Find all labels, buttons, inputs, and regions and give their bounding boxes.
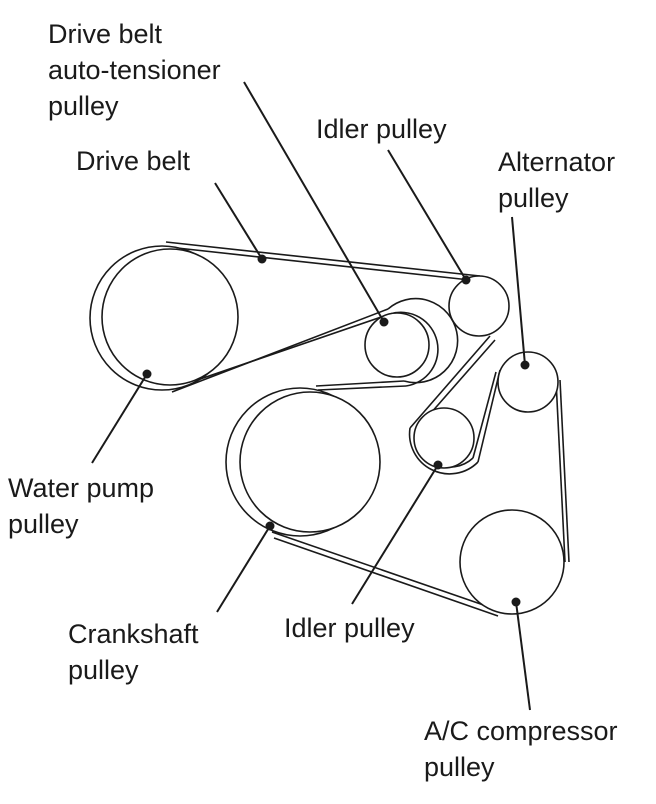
leader-idler-bottom — [351, 460, 443, 605]
leader-auto-tensioner — [243, 81, 389, 327]
ac-compressor-pulley — [459, 509, 565, 615]
leader-ac-compressor — [511, 597, 531, 711]
idler-pulley-bottom — [413, 407, 475, 469]
drive-belt-upper-loop — [165, 241, 481, 393]
water-pump-pulley-hub — [101, 248, 239, 386]
crankshaft-pulley-hub — [239, 391, 381, 533]
leader-alternator — [511, 216, 530, 370]
label-alternator: Alternator pulley — [498, 147, 623, 213]
leader-drive-belt — [214, 182, 267, 264]
label-ac-compressor: A/C compressor pulley — [424, 716, 625, 782]
leader-idler-top — [387, 149, 471, 285]
auto-tensioner-pulley — [364, 312, 430, 378]
label-auto-tensioner: Drive belt auto-tensioner pulley — [48, 19, 228, 121]
leader-water-pump — [91, 369, 152, 464]
label-idler-bottom: Idler pulley — [284, 613, 415, 643]
alternator-pulley — [497, 351, 559, 413]
label-idler-top: Idler pulley — [316, 114, 447, 144]
idler-pulley-top — [448, 275, 510, 337]
label-crankshaft: Crankshaft pulley — [68, 619, 206, 685]
leader-crankshaft — [216, 521, 275, 613]
label-water-pump: Water pump pulley — [8, 473, 162, 539]
label-drive-belt: Drive belt — [76, 146, 191, 176]
